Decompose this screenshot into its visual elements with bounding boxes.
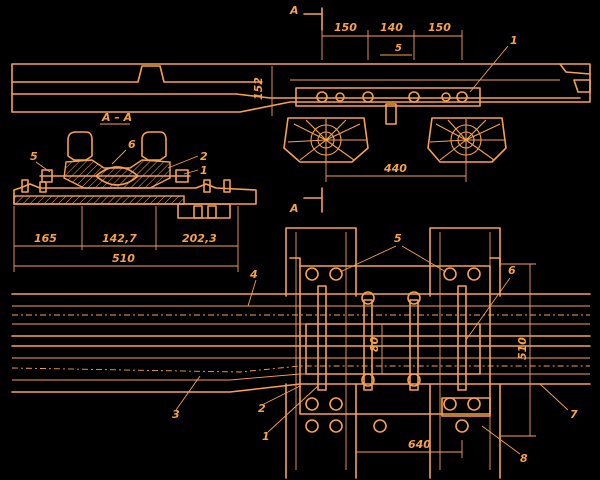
rail-head-right	[141, 131, 167, 161]
spikes	[21, 179, 231, 193]
dim-640: 640	[408, 438, 431, 451]
section-view: A – A 5 6 2 1	[13, 111, 257, 272]
plan-base-plate	[299, 265, 491, 415]
callout-plan-4: 4	[249, 268, 258, 281]
dim-5: 5	[395, 43, 402, 54]
fishplate-section	[63, 159, 171, 189]
rail-head-left	[67, 131, 93, 161]
callout-plan-3: 3	[172, 408, 180, 421]
callout-plan-5: 5	[394, 232, 402, 245]
dim-440: 440	[383, 162, 407, 175]
callout-sec-2: 2	[200, 150, 208, 163]
clamp-bolt	[385, 103, 397, 125]
plan-view: 80 510 640 5 4 6 3 2 1 7 8	[11, 227, 591, 479]
callout-plan-6: 6	[508, 264, 516, 277]
dim-142-7: 142,7	[102, 232, 137, 245]
clamp-8	[441, 397, 491, 417]
section-mark-bottom: A	[289, 202, 299, 215]
dim-150-right: 150	[428, 21, 451, 34]
callout-plan-7: 7	[570, 408, 578, 421]
callout-plan-8: 8	[520, 452, 528, 465]
plan-bolts	[317, 285, 467, 391]
elevation-view: A A 150 140 150 5 152	[11, 4, 591, 215]
section-title: A – A	[101, 111, 132, 124]
section-mark-top: A	[289, 4, 299, 17]
dim-152: 152	[252, 77, 265, 100]
plate-bolts	[316, 91, 468, 103]
rail-lower	[11, 345, 591, 393]
callout-sec-5: 5	[30, 150, 38, 163]
clamp-plate	[177, 203, 231, 219]
dim-165: 165	[34, 232, 57, 245]
dim-150-left: 150	[334, 21, 357, 34]
joint-plate	[295, 87, 481, 107]
sleeper-left	[283, 117, 369, 163]
dim-510-section: 510	[112, 252, 135, 265]
plan-fishplate	[305, 323, 481, 375]
rail-elevation	[11, 63, 591, 113]
dim-510-plan: 510	[516, 337, 529, 360]
callout-sec-1: 1	[200, 164, 208, 177]
callout-elev-1: 1	[510, 34, 518, 47]
dim-80: 80	[368, 336, 381, 352]
plan-spikes	[305, 267, 481, 433]
dim-140: 140	[380, 21, 403, 34]
callout-sec-6: 6	[128, 138, 136, 151]
rail-upper	[11, 293, 591, 337]
callout-plan-2: 2	[258, 402, 266, 415]
sleeper-right	[427, 117, 507, 163]
callout-plan-1: 1	[262, 430, 270, 443]
dim-202-3: 202,3	[182, 232, 217, 245]
